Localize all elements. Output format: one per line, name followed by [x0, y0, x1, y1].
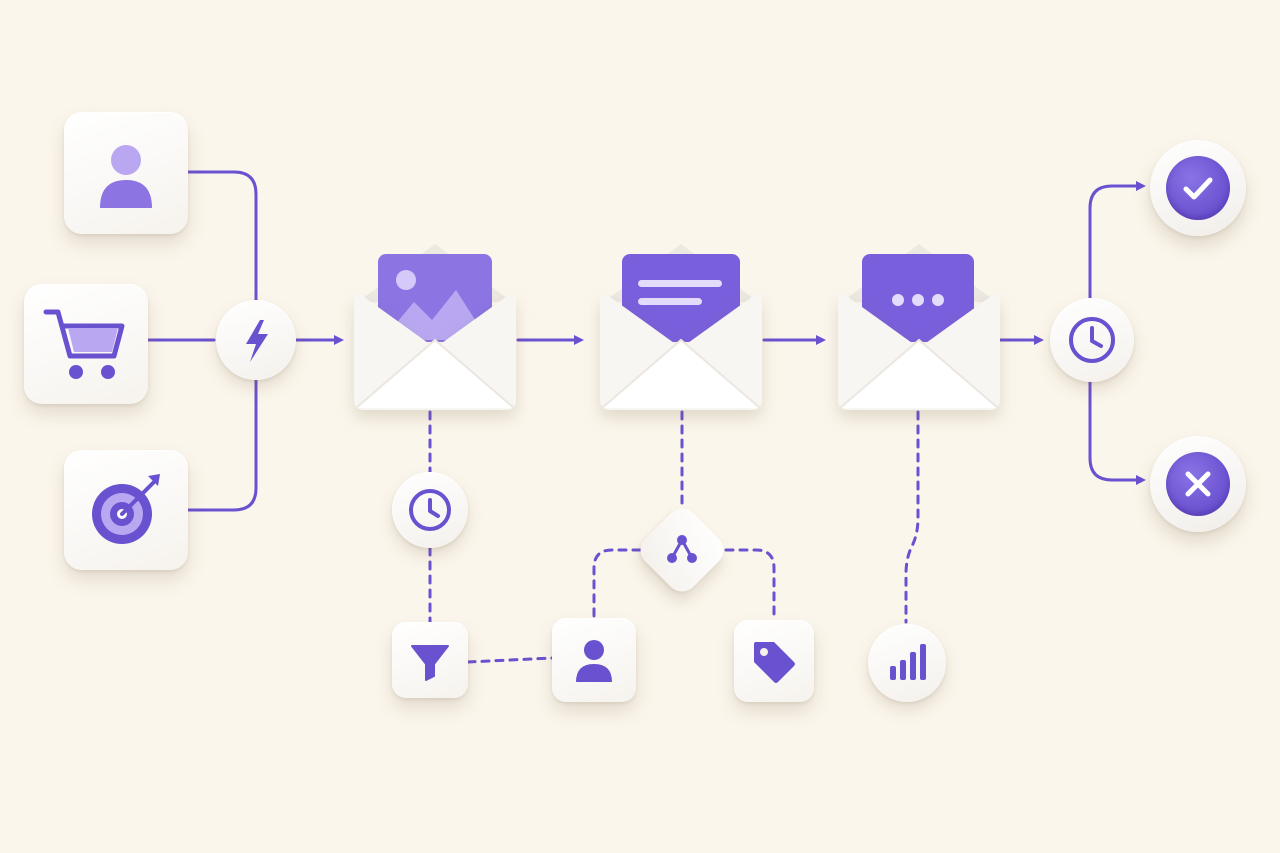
split-branch-node[interactable] — [633, 501, 731, 599]
analytics-node[interactable] — [868, 624, 946, 702]
filter-node[interactable] — [392, 622, 468, 698]
clock-icon — [1069, 317, 1115, 363]
split-icon — [667, 535, 697, 563]
failure-outcome-node[interactable] — [1150, 436, 1246, 532]
connector-trigger-target — [186, 378, 258, 512]
arrow-decision-to-failure — [1088, 380, 1146, 485]
person-icon — [576, 640, 612, 682]
image-letter-icon — [354, 244, 516, 410]
shopping-cart-icon — [43, 309, 125, 379]
decision-clock-node[interactable] — [1050, 298, 1134, 382]
target-icon — [92, 474, 160, 544]
trigger-target-tile[interactable] — [64, 450, 188, 570]
tag-node[interactable] — [734, 620, 814, 702]
trigger-cart-tile[interactable] — [24, 284, 148, 404]
cross-icon — [1185, 471, 1211, 497]
tag-icon — [754, 642, 795, 683]
clock-icon — [409, 489, 451, 531]
bar-chart-icon — [890, 644, 926, 680]
trigger-hub-node[interactable] — [216, 300, 296, 380]
text-letter-icon — [600, 244, 762, 410]
email-step-2-envelope[interactable] — [598, 236, 764, 414]
success-badge — [1166, 156, 1230, 220]
dashed-split-to-tag — [724, 548, 776, 622]
dashed-filter-to-person — [466, 656, 554, 664]
success-outcome-node[interactable] — [1150, 140, 1246, 236]
person-icon — [100, 145, 152, 208]
delay-clock-node[interactable] — [392, 472, 468, 548]
audience-person-node[interactable] — [552, 618, 636, 702]
dots-letter-icon — [838, 244, 1000, 410]
connector-trigger-person — [186, 170, 258, 302]
dashed-split-to-person — [592, 548, 642, 624]
email-step-3-envelope[interactable] — [836, 236, 1002, 414]
dashed-email3-to-chart — [904, 410, 920, 624]
lightning-bolt-icon — [246, 320, 268, 362]
filter-icon — [411, 645, 449, 681]
trigger-person-tile[interactable] — [64, 112, 188, 234]
arrow-decision-to-success — [1088, 181, 1146, 300]
check-icon — [1183, 177, 1213, 200]
email-step-1-envelope[interactable] — [352, 236, 518, 414]
failure-badge — [1166, 452, 1230, 516]
